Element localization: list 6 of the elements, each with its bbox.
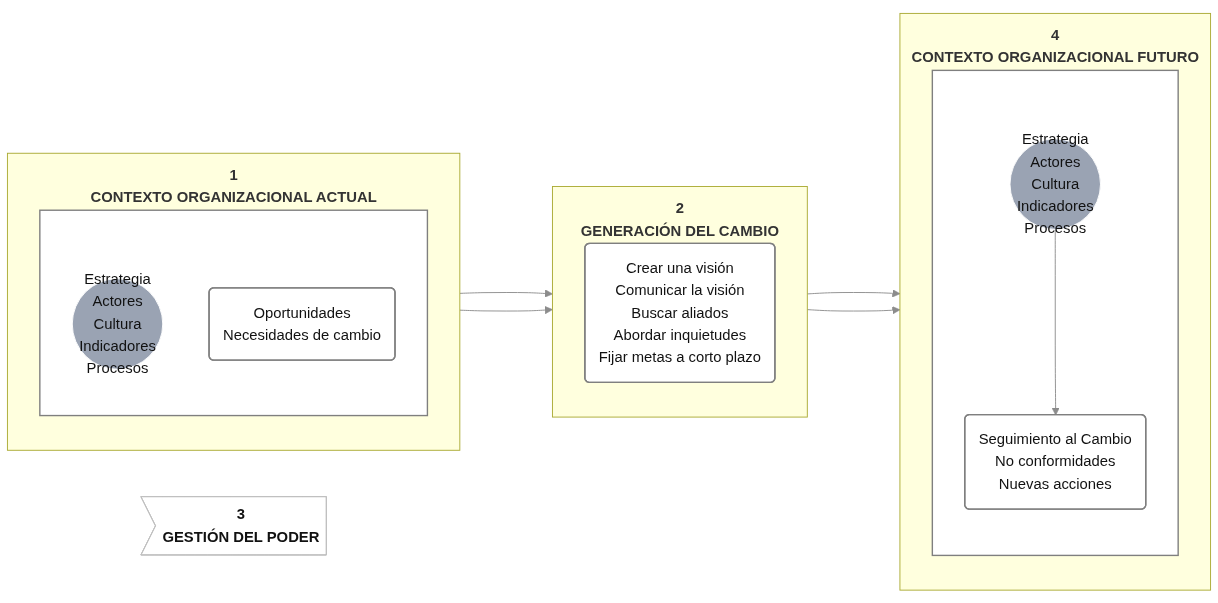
node-label: Estrategia <box>84 270 151 287</box>
node-label: Procesos <box>1024 219 1087 236</box>
cluster <box>931 69 1179 556</box>
node-label: Estrategia <box>1021 131 1089 147</box>
node-label: Procesos <box>86 359 149 376</box>
cluster <box>39 209 429 416</box>
